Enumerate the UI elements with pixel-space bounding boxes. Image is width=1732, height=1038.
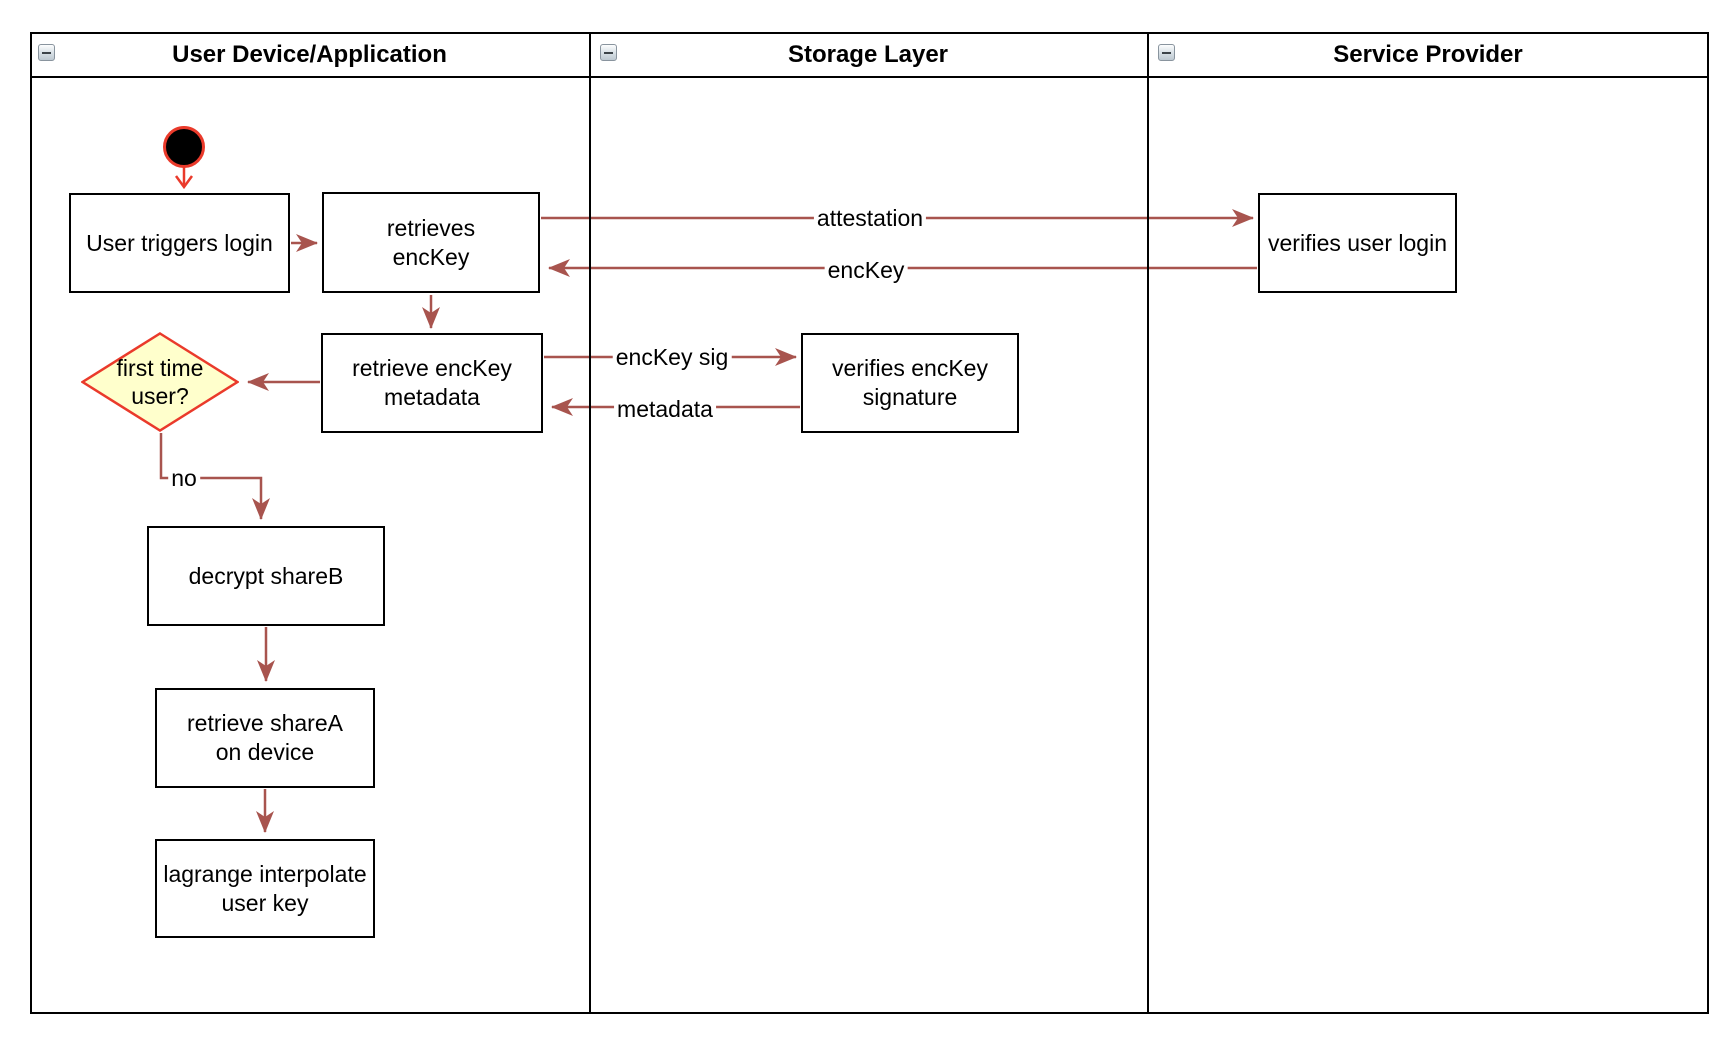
edge-label-enckey: encKey xyxy=(824,257,908,283)
edge-label-metadata: metadata xyxy=(614,396,716,422)
edge-start-to-login[interactable] xyxy=(174,167,194,190)
node-retrieve-sharea[interactable]: retrieve shareA on device xyxy=(155,688,375,788)
edge-no-branch[interactable] xyxy=(159,433,270,520)
decision-label: first time user? xyxy=(116,355,204,409)
edge-label-enckey-sig: encKey sig xyxy=(612,344,732,370)
node-label: retrieves encKey xyxy=(386,214,476,270)
open-arrowhead-icon xyxy=(174,175,194,190)
collapse-lane-service-provider-icon[interactable] xyxy=(1158,44,1175,61)
lane-title-storage-layer: Storage Layer xyxy=(787,41,949,68)
node-decrypt-shareb[interactable]: decrypt shareB xyxy=(147,526,385,626)
node-retrieve-enckey-metadata[interactable]: retrieve encKey metadata xyxy=(321,333,543,433)
decision-diamond-shape xyxy=(81,332,239,432)
collapse-lane-user-device-icon[interactable] xyxy=(38,44,55,61)
edge-label-attestation: attestation xyxy=(813,205,927,231)
lane-header-service-provider[interactable]: Service Provider xyxy=(1149,34,1707,76)
node-label: retrieve encKey metadata xyxy=(352,355,512,410)
pool-frame xyxy=(30,32,1709,1014)
edge-label-no: no xyxy=(168,465,200,491)
lane-header-user-device[interactable]: User Device/Application xyxy=(32,34,587,76)
node-verifies-user-login[interactable]: verifies user login xyxy=(1258,193,1457,293)
node-label: decrypt shareB xyxy=(188,562,344,589)
node-label: retrieve shareA on device xyxy=(187,710,343,765)
minus-icon xyxy=(1162,51,1171,54)
lane-header-rule xyxy=(30,76,1709,78)
initial-node[interactable] xyxy=(163,126,205,168)
lane-header-storage-layer[interactable]: Storage Layer xyxy=(591,34,1145,76)
node-retrieves-enckey[interactable]: retrieves encKey xyxy=(322,192,540,293)
minus-icon xyxy=(42,51,51,54)
node-verifies-enckey-signature[interactable]: verifies encKey signature xyxy=(801,333,1019,433)
lane-divider-1 xyxy=(589,32,591,1014)
minus-icon xyxy=(604,51,613,54)
lane-title-service-provider: Service Provider xyxy=(1333,41,1523,68)
node-label: lagrange interpolate user key xyxy=(163,860,367,916)
node-label: verifies user login xyxy=(1268,229,1447,256)
node-label: verifies encKey signature xyxy=(832,355,988,410)
lane-title-user-device: User Device/Application xyxy=(172,41,447,68)
node-lagrange-interpolate[interactable]: lagrange interpolate user key xyxy=(155,839,375,938)
node-user-triggers-login[interactable]: User triggers login xyxy=(69,193,290,293)
collapse-lane-storage-layer-icon[interactable] xyxy=(600,44,617,61)
lane-divider-2 xyxy=(1147,32,1149,1014)
decision-first-time-user[interactable]: first time user? xyxy=(81,332,239,432)
node-label: User triggers login xyxy=(86,229,273,256)
